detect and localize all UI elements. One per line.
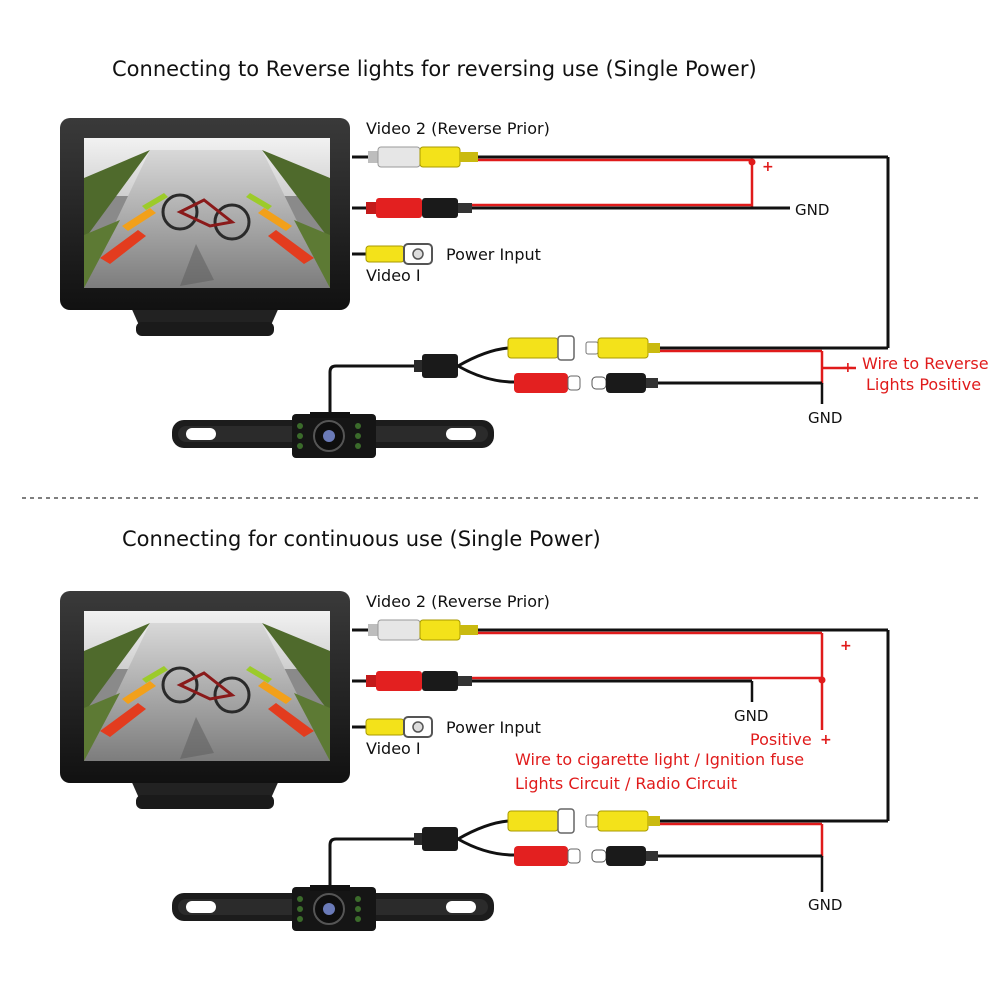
label-gnd: GND <box>795 201 829 219</box>
monitor-image <box>58 116 352 338</box>
camera-harness <box>328 334 662 416</box>
note-line: Lights Positive <box>866 375 981 394</box>
label-video1: Video I <box>366 739 421 758</box>
camera-harness <box>328 807 662 889</box>
plus-sign: + <box>820 732 832 748</box>
note-line: Wire to Reverse <box>862 354 989 373</box>
section-title: Connecting for continuous use (Single Po… <box>122 527 601 551</box>
section-continuous-use: Connecting for continuous use (Single Po… <box>58 527 890 932</box>
label-video1: Video I <box>366 266 421 285</box>
label-gnd: GND <box>734 707 768 725</box>
section-title: Connecting to Reverse lights for reversi… <box>112 57 757 81</box>
monitor-image <box>58 589 352 811</box>
label-power-input: Power Input <box>446 718 541 737</box>
wire-lines <box>472 628 890 892</box>
label-video2: Video 2 (Reverse Prior) <box>366 119 550 138</box>
section-reverse-use: Connecting to Reverse lights for reversi… <box>58 57 989 459</box>
note-line: Lights Circuit / Radio Circuit <box>515 774 737 793</box>
plus-sign: + <box>842 360 854 376</box>
label-positive: Positive <box>750 730 812 749</box>
label-gnd: GND <box>808 409 842 427</box>
label-video2: Video 2 (Reverse Prior) <box>366 592 550 611</box>
label-power-input: Power Input <box>446 245 541 264</box>
plus-sign: + <box>840 638 852 654</box>
camera-image <box>171 411 495 459</box>
note-line: Wire to cigarette light / Ignition fuse <box>515 750 804 769</box>
camera-image <box>171 884 495 932</box>
wire-lines <box>472 155 890 404</box>
plus-sign: + <box>762 159 774 175</box>
label-gnd: GND <box>808 896 842 914</box>
